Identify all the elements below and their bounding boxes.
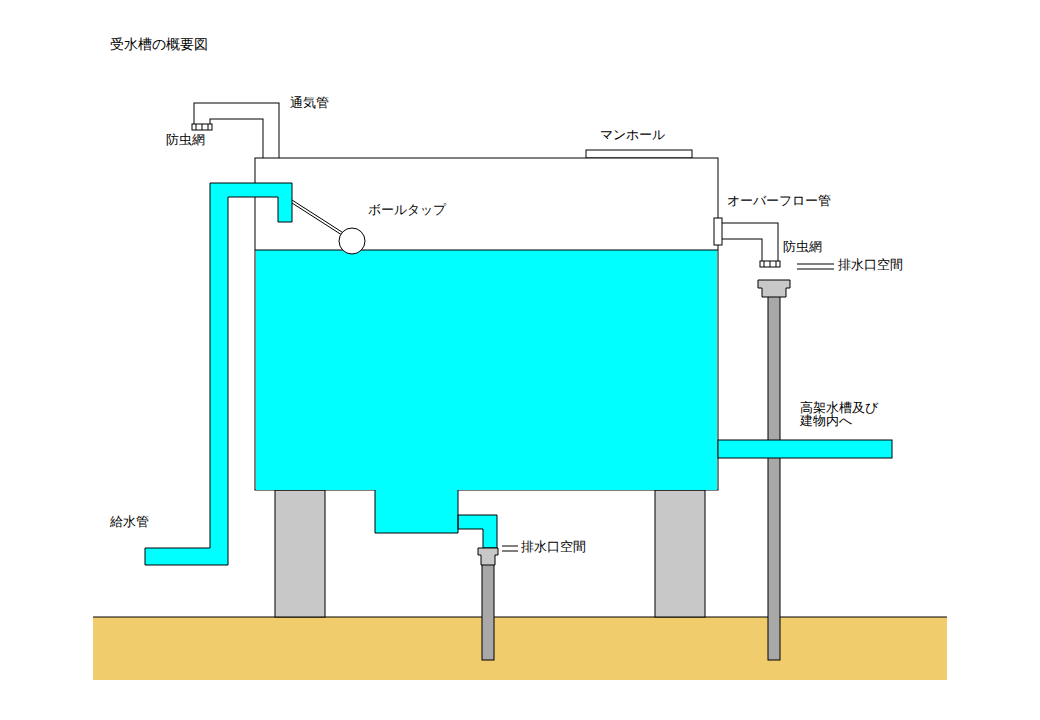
leader-line [502, 551, 518, 552]
part-label: 排水口空間 [838, 258, 903, 273]
tank [255, 158, 718, 490]
outlet-pipe [718, 440, 892, 458]
support-leg [655, 490, 705, 617]
leader-line [797, 264, 834, 265]
part-label: 給水管 [110, 515, 149, 530]
drain-funnel [758, 280, 790, 297]
water-surface [255, 250, 718, 251]
diagram-title: 受水槽の概要図 [110, 36, 208, 52]
ground [93, 617, 947, 680]
insect-screen [760, 261, 780, 267]
part-label: 排水口空間 [521, 540, 586, 555]
water [256, 250, 717, 490]
vent-pipe [202, 111, 271, 162]
drain-pipe [768, 295, 780, 660]
ground-line [93, 617, 947, 618]
part-label: オーバーフロー管 [727, 194, 831, 209]
leader-line [797, 269, 834, 270]
ball-float [339, 228, 365, 254]
supply-pipe [145, 183, 292, 565]
part-label: マンホール [600, 128, 665, 143]
drain-funnel [478, 548, 498, 565]
part-label: 高架水槽及び 建物内へ [800, 401, 882, 427]
insect-screen [192, 124, 212, 130]
sump [375, 490, 497, 548]
pipe-flange [714, 218, 722, 245]
part-label: 防虫網 [783, 240, 822, 255]
part-label: 通気管 [290, 96, 329, 111]
ball-tap-arm [292, 200, 345, 234]
support-leg [275, 490, 325, 617]
part-label: 防虫網 [166, 133, 205, 148]
leader-line [502, 546, 518, 547]
manhole [586, 150, 692, 158]
overflow-pipe [716, 231, 770, 261]
part-label: ボールタップ [368, 203, 446, 218]
drain-pipe [482, 562, 494, 660]
